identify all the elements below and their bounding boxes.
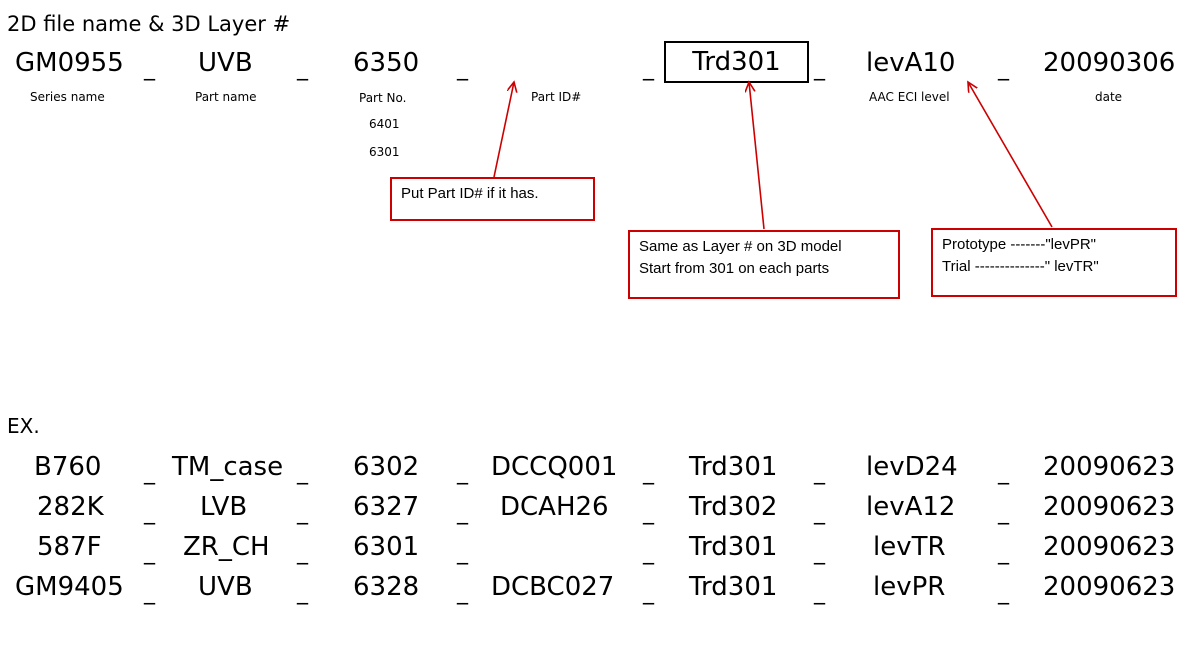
separator: _: [144, 500, 155, 525]
example-level: levTR: [873, 532, 946, 562]
separator: _: [643, 460, 654, 485]
note-level: Prototype -------"levPR" Trial ---------…: [931, 228, 1177, 297]
separator: _: [998, 500, 1009, 525]
separator: _: [457, 580, 468, 605]
separator: _: [144, 460, 155, 485]
example-layer: Trd301: [689, 532, 778, 562]
example-part-no: 6327: [353, 492, 420, 522]
label-date: date: [1095, 90, 1123, 104]
separator: _: [144, 580, 155, 605]
note-text: Same as Layer # on 3D model: [639, 238, 842, 255]
header-layer: Trd301: [664, 41, 809, 83]
example-level: levPR: [873, 572, 946, 602]
page-title: 2D file name & 3D Layer #: [7, 12, 291, 36]
example-part-name: UVB: [198, 572, 253, 602]
separator: _: [814, 540, 825, 565]
note-layer: Same as Layer # on 3D model Start from 3…: [628, 230, 900, 299]
part-no-alternate: 6401: [369, 117, 400, 131]
separator: _: [457, 56, 468, 81]
separator: _: [297, 500, 308, 525]
label-level: AAC ECI level: [869, 90, 950, 104]
header-series: GM0955: [15, 48, 124, 78]
note-text: Trial --------------" levTR": [942, 258, 1099, 275]
example-level: levD24: [866, 452, 958, 482]
example-series: GM9405: [15, 572, 124, 602]
example-layer: Trd301: [689, 572, 778, 602]
example-layer: Trd301: [689, 452, 778, 482]
arrow-part-id: [493, 82, 514, 178]
header-level: levA10: [866, 48, 956, 78]
separator: _: [297, 460, 308, 485]
example-part-no: 6302: [353, 452, 420, 482]
example-part-name: ZR_CH: [183, 532, 270, 562]
separator: _: [998, 460, 1009, 485]
separator: _: [998, 540, 1009, 565]
separator: _: [457, 460, 468, 485]
example-part-id: DCCQ001: [491, 452, 618, 482]
header-part-no: 6350: [353, 48, 420, 78]
label-part-id: Part ID#: [531, 90, 582, 104]
example-series: 282K: [37, 492, 104, 522]
example-date: 20090623: [1043, 572, 1176, 602]
separator: _: [643, 580, 654, 605]
separator: _: [297, 580, 308, 605]
separator: _: [457, 500, 468, 525]
separator: _: [998, 580, 1009, 605]
note-text: Start from 301 on each parts: [639, 260, 830, 277]
example-level: levA12: [866, 492, 956, 522]
label-part-no: Part No.: [359, 91, 407, 105]
note-text: Put Part ID# if it has.: [401, 185, 539, 202]
separator: _: [814, 580, 825, 605]
separator: _: [814, 460, 825, 485]
example-part-no: 6301: [353, 532, 420, 562]
example-date: 20090623: [1043, 492, 1176, 522]
example-part-id: DCBC027: [491, 572, 615, 602]
separator: _: [144, 540, 155, 565]
note-part-id: Put Part ID# if it has.: [390, 177, 595, 221]
arrow-level: [968, 82, 1053, 228]
label-series: Series name: [30, 90, 105, 104]
arrow-layer: [749, 82, 765, 230]
separator: _: [814, 500, 825, 525]
examples-label: EX.: [7, 414, 40, 438]
example-series: 587F: [37, 532, 102, 562]
example-layer: Trd302: [689, 492, 778, 522]
separator: _: [144, 56, 155, 81]
example-series: B760: [34, 452, 102, 482]
separator: _: [814, 56, 825, 81]
separator: _: [643, 540, 654, 565]
example-date: 20090623: [1043, 452, 1176, 482]
header-date: 20090306: [1043, 48, 1176, 78]
separator: _: [297, 56, 308, 81]
example-part-no: 6328: [353, 572, 420, 602]
separator: _: [457, 540, 468, 565]
separator: _: [998, 56, 1009, 81]
separator: _: [643, 56, 654, 81]
example-part-name: TM_case: [172, 452, 284, 482]
example-date: 20090623: [1043, 532, 1176, 562]
separator: _: [297, 540, 308, 565]
separator: _: [643, 500, 654, 525]
note-text: Prototype -------"levPR": [942, 236, 1096, 253]
example-part-id: DCAH26: [500, 492, 609, 522]
example-part-name: LVB: [200, 492, 248, 522]
part-no-alternate: 6301: [369, 145, 400, 159]
header-part-name: UVB: [198, 48, 253, 78]
label-part-name: Part name: [195, 90, 257, 104]
